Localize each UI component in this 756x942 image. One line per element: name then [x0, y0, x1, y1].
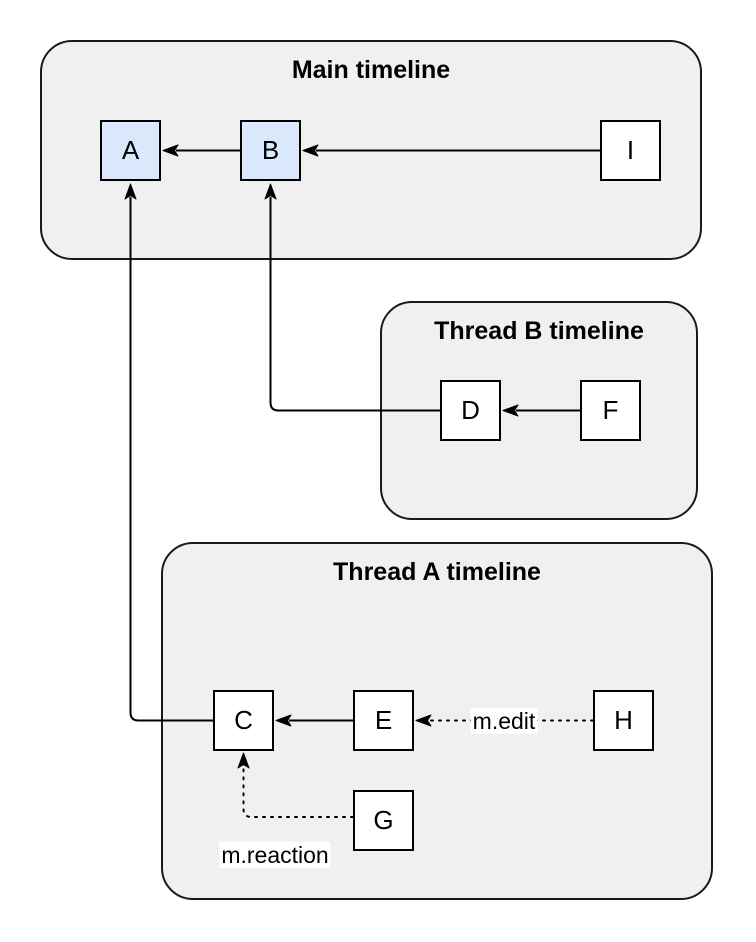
node-I: I	[600, 120, 661, 181]
node-H: H	[593, 690, 654, 751]
node-D-label: D	[461, 395, 480, 425]
node-C-label: C	[234, 705, 253, 735]
node-G: G	[353, 790, 414, 851]
node-B: B	[240, 120, 301, 181]
main-timeline-title: Main timeline	[291, 56, 451, 84]
thread-b-timeline-title: Thread B timeline	[434, 317, 644, 345]
node-B-label: B	[261, 135, 280, 165]
edge-label-m-reaction: m.reaction	[219, 841, 331, 869]
node-H-label: H	[614, 705, 633, 735]
node-C: C	[213, 690, 274, 751]
node-I-label: I	[626, 135, 635, 165]
node-D: D	[440, 380, 501, 441]
node-E: E	[353, 690, 414, 751]
node-A: A	[100, 120, 161, 181]
node-G-label: G	[373, 805, 394, 835]
node-F: F	[580, 380, 641, 441]
node-F-label: F	[602, 395, 619, 425]
node-E-label: E	[374, 705, 393, 735]
node-A-label: A	[121, 135, 140, 165]
edge-label-m-edit: m.edit	[470, 707, 538, 735]
thread-b-timeline-container: Thread B timeline	[380, 301, 698, 520]
thread-a-timeline-title: Thread A timeline	[333, 558, 541, 586]
